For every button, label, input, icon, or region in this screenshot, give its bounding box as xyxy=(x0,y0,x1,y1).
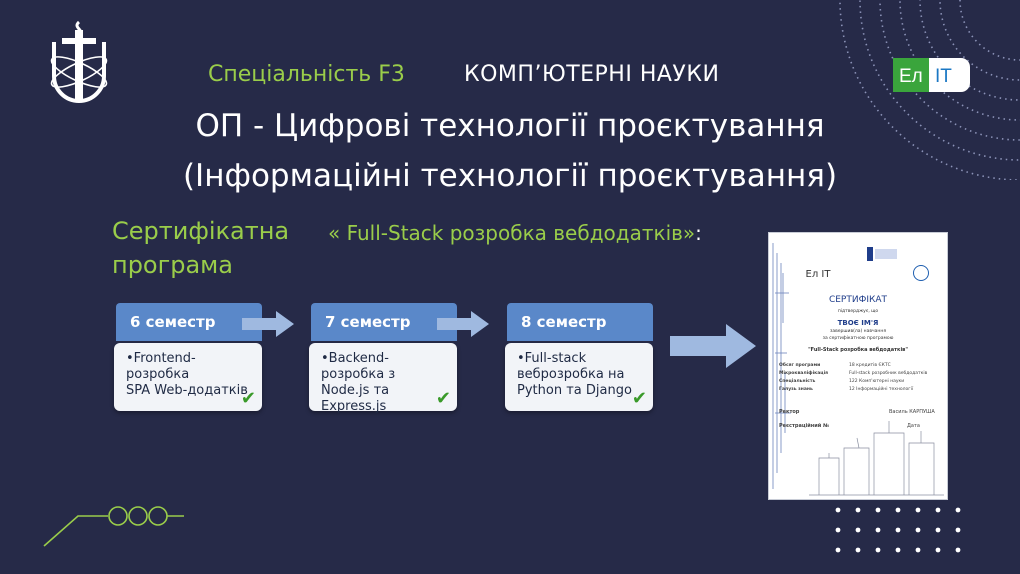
certificate-program-label-line1: Сертифікатна xyxy=(112,217,290,245)
semester-card-8: 8 семестр •Full-stack веброзробка на Pyt… xyxy=(505,303,653,411)
cert-badge-icon xyxy=(913,265,929,281)
elit-logo: Ел IT xyxy=(893,58,970,92)
cert-completed: завершив(ла) навчання xyxy=(829,329,887,334)
program-title-line1: ОП - Цифрові технології проєктування xyxy=(195,108,825,144)
field-title: КОМП’ЮТЕРНІ НАУКИ xyxy=(464,62,720,87)
right-arrow-icon xyxy=(437,311,489,337)
cert-course: "Full-Stack розробка вебдодатків" xyxy=(808,347,908,353)
cert-title: СЕРТИФІКАТ xyxy=(828,295,888,305)
semester-card-6: 6 семестр •Frontend-розробка SPA Web-дод… xyxy=(114,303,262,411)
line-circles-decoration xyxy=(43,506,184,547)
certificate-program-label-line2: програма xyxy=(112,251,233,279)
semester-line: •Backend-розробка з xyxy=(321,351,396,382)
semester-title: 6 семестр xyxy=(116,303,262,341)
semester-description: •Frontend-розробка SPA Web-додатків ✔ xyxy=(114,343,262,411)
semester-line: SPA Web-додатків xyxy=(126,383,248,398)
elit-logo-left: Ел xyxy=(899,66,923,87)
checkmark-icon: ✔ xyxy=(631,388,647,409)
semester-title: 7 семестр xyxy=(311,303,457,341)
semester-line: Node.js та Express.js xyxy=(321,383,390,414)
specialty-label: Спеціальність F3 xyxy=(208,62,405,87)
semester-line: •Full-stack xyxy=(517,351,587,366)
elit-logo-right: IT xyxy=(935,66,952,87)
semester-title: 8 семестр xyxy=(507,303,653,341)
semester-card-7: 7 семестр •Backend-розробка з Node.js та… xyxy=(309,303,457,414)
university-logo xyxy=(50,20,108,103)
semester-line: Python та Django xyxy=(517,383,632,398)
cert-name: ТВОЄ ІМ'Я xyxy=(837,319,879,327)
semester-description: •Backend-розробка з Node.js та Express.j… xyxy=(309,343,457,414)
dots-decoration xyxy=(835,507,961,553)
checkmark-icon: ✔ xyxy=(435,388,451,409)
cert-by-program: за сертифікатною програмою xyxy=(822,336,894,341)
course-name: « Full-Stack розробка вебдодатків» xyxy=(328,221,696,245)
course-title: « Full-Stack розробка вебдодатків»: xyxy=(328,221,702,245)
certificate-program-label: Сертифікатна програма xyxy=(112,214,312,282)
checkmark-icon: ✔ xyxy=(240,388,256,409)
semester-line: веброзробка на xyxy=(517,367,625,382)
semester-line: •Frontend-розробка xyxy=(126,351,196,382)
right-arrow-icon xyxy=(670,324,756,368)
cert-confirms: підтверджує, що xyxy=(837,309,879,314)
course-colon: : xyxy=(695,221,702,245)
certificate-image: Ел IT СЕРТИФІКАТ підтверджує, що ТВОЄ ІМ… xyxy=(768,232,948,500)
semester-description: •Full-stack веброзробка на Python та Dja… xyxy=(505,343,653,411)
program-title-line2: (Інформаційні технології проєктування) xyxy=(182,158,838,194)
right-arrow-icon xyxy=(242,311,294,337)
cert-elit: Ел IT xyxy=(805,269,831,280)
